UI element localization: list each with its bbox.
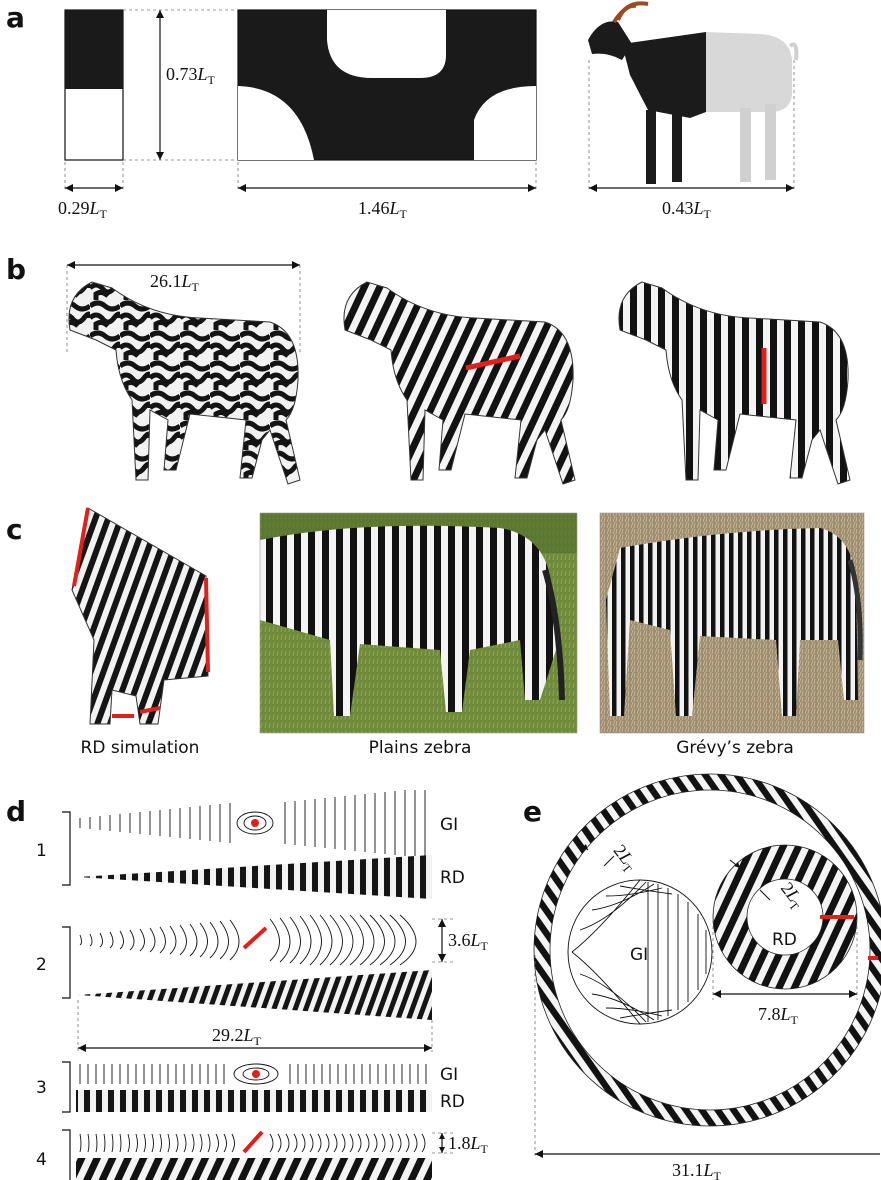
- rd-simulation-image: [72, 508, 208, 724]
- zebra-maze-image: [69, 282, 300, 484]
- e-outer-width-label: 31.1LT: [672, 1160, 722, 1180]
- d2-marker: [244, 928, 266, 948]
- d-row4-label: 4: [36, 1150, 47, 1170]
- d1-rd-label: RD: [440, 868, 465, 888]
- d3-rd-strip: [76, 1090, 432, 1112]
- d2-height-label: 3.6LT: [448, 930, 489, 953]
- caption-plains-zebra: Plains zebra: [330, 738, 510, 758]
- panel-label-b: b: [6, 256, 26, 284]
- d1-rd-wedge: [78, 855, 432, 899]
- caption-rd-simulation: RD simulation: [60, 738, 220, 758]
- d4-height-label: 1.8LT: [448, 1133, 489, 1156]
- panel-a: 0.73LT 0.29LT 1.46LT 0.43LT: [58, 3, 796, 221]
- d-row1-label: 1: [36, 841, 47, 861]
- d2-rd-wedge: [78, 970, 432, 1020]
- panel-label-e: e: [523, 798, 542, 826]
- panel-label-a: a: [6, 4, 25, 32]
- grevys-zebra-photo: [600, 513, 864, 733]
- panel-c: [72, 508, 864, 733]
- panel-label-d: d: [6, 798, 26, 826]
- d1-gi-label: GI: [440, 815, 458, 835]
- b-width-label: 26.1LT: [150, 271, 200, 294]
- d2-gi-contours: [80, 915, 416, 965]
- a-wide-white-top: [327, 10, 446, 78]
- d4-marker: [244, 1132, 262, 1152]
- panel-e: RD GI 2LT 2LT 7.8LT 31.1LT: [534, 774, 881, 1180]
- panel-d: 1 GI RD 2 3.6LT 29.2LT 3: [36, 790, 489, 1180]
- e-inner-ring: [713, 845, 857, 989]
- e-rd-label: RD: [772, 930, 797, 950]
- d3-rd-label: RD: [440, 1092, 465, 1112]
- d3-gi-contours: [76, 1063, 432, 1085]
- d-row3-label: 3: [36, 1078, 47, 1098]
- plains-zebra-photo: [260, 513, 577, 733]
- d3-gi-label: GI: [440, 1065, 458, 1085]
- e-gi-label: GI: [630, 945, 648, 965]
- d-width-label: 29.2LT: [212, 1025, 262, 1048]
- panel-b: 26.1LT: [67, 261, 850, 484]
- panel-label-c: c: [6, 516, 23, 544]
- d4-rd-strip: [76, 1158, 432, 1180]
- a-w2-label: 1.46LT: [358, 198, 408, 221]
- zebra-vertical-image: [619, 282, 850, 484]
- caption-grevys-zebra: Grévy’s zebra: [640, 738, 830, 758]
- a-height-label: 0.73LT: [166, 64, 216, 87]
- d-row2-label: 2: [36, 955, 47, 975]
- a-w1-label: 0.29LT: [58, 198, 108, 221]
- a-w3-label: 0.43LT: [662, 198, 712, 221]
- a-small-rect-black: [65, 10, 123, 89]
- e-inner-width-label: 7.8LT: [758, 1004, 799, 1027]
- e-outer-stripe-label: 2LT: [607, 841, 642, 876]
- goat-image: [588, 3, 796, 184]
- d1-gi-contours: [80, 790, 425, 856]
- zebra-horizontal-image: [344, 282, 575, 484]
